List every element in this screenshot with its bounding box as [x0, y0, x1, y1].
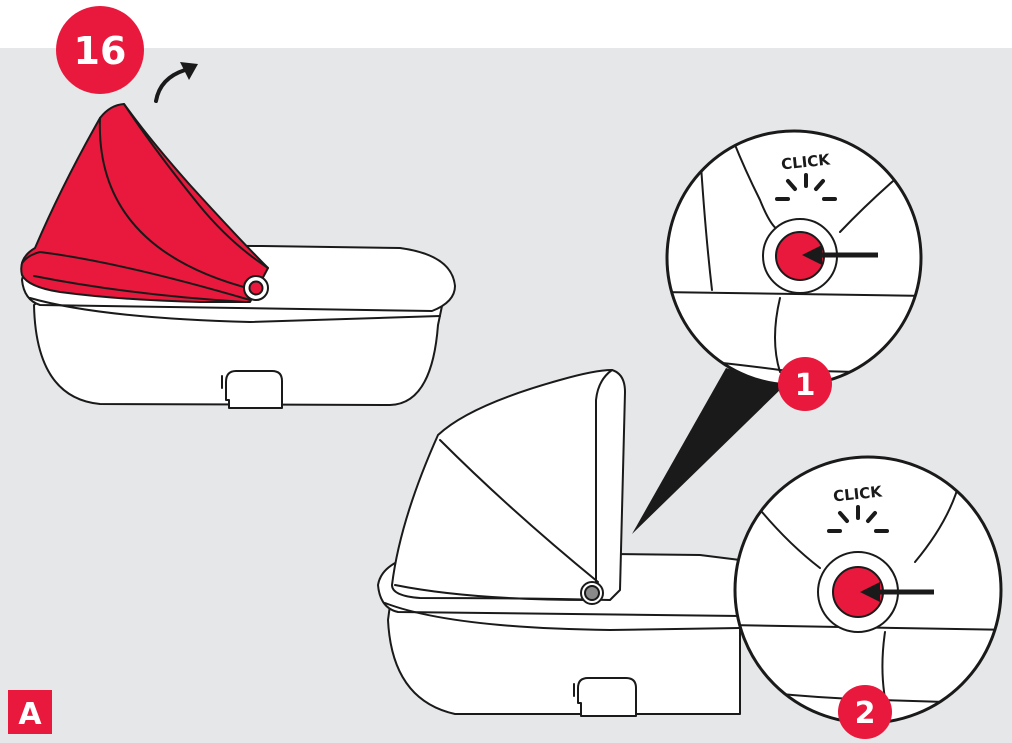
callout-badge-1: [778, 357, 832, 411]
panel-letter: A: [18, 697, 42, 732]
panel-label: A: [8, 690, 52, 734]
arrow-left-icon: [802, 245, 878, 265]
carrycot-red-canopy: [20, 103, 456, 409]
canopy-red: [20, 103, 269, 303]
curved-arrow-up-right-icon: [154, 62, 198, 103]
step-number: 16: [74, 29, 127, 73]
click-label-1: CLICK: [780, 150, 832, 173]
callout-badge-2: [838, 685, 892, 739]
arrow-left-icon: [860, 582, 934, 602]
callout-number-2: 2: [855, 696, 876, 731]
callout-number-1: 1: [795, 368, 816, 403]
click-burst-icon: [827, 505, 889, 533]
carrycot-white-canopy: [377, 369, 741, 717]
click-label-2: CLICK: [832, 482, 884, 505]
magnifier-2: CLICK 2: [733, 455, 1003, 739]
callout-pointer-1: [632, 368, 784, 534]
magnifier-1: CLICK 1: [665, 129, 923, 411]
step-number-badge: 16: [56, 6, 144, 94]
click-burst-icon: [775, 173, 837, 201]
